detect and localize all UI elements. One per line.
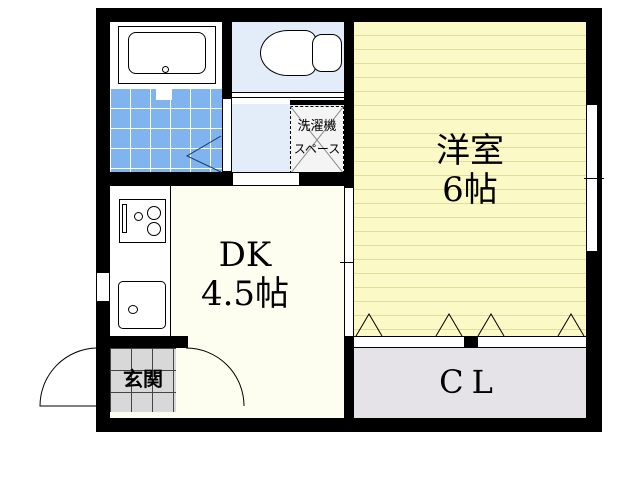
window-kitchen-left (96, 272, 110, 302)
wall-entrance-top (96, 336, 188, 348)
dk-size: 4.5帖 (200, 274, 290, 315)
stove-burner-1 (134, 212, 143, 221)
bath-door-opening (222, 98, 232, 172)
dk-label: DK 4.5帖 (180, 235, 310, 315)
bathtub-inner (128, 32, 206, 74)
entrance-floor (110, 348, 176, 412)
western-room (354, 22, 586, 340)
stove-burner-3 (147, 222, 161, 236)
wall-yoshitsu-left (344, 8, 354, 188)
wall-left-upper (96, 8, 110, 432)
washer-space-cross-icon (290, 106, 344, 174)
wall-dk-right (344, 336, 354, 426)
washer-label-line1: 洗濯機 (297, 119, 337, 134)
washroom-door-opening (232, 172, 300, 186)
closet-door-post (464, 336, 478, 348)
wall-bath-toilet (222, 8, 232, 98)
dk-door-divider (340, 262, 354, 263)
bath-step (156, 88, 172, 100)
closet-folding-door-icon (355, 313, 585, 337)
entrance-door-swing-icon (39, 347, 245, 407)
washer-space-label: 洗濯機 スペース (290, 116, 344, 160)
closet-label: CL (439, 363, 501, 401)
western-room-label: 洋室 6帖 (400, 131, 540, 211)
western-room-name: 洋室 (436, 131, 504, 171)
sink-drain (128, 305, 138, 314)
window-divider (584, 178, 604, 179)
wall-washer-top (290, 100, 346, 105)
closet (354, 348, 586, 418)
toilet-icon (260, 30, 316, 76)
washer-label-line2: スペース (293, 142, 341, 156)
bath-door-swing-icon (185, 136, 222, 173)
stove-burner-2 (147, 206, 161, 220)
dk-name: DK (218, 235, 272, 275)
wall-mid-horizontal (96, 172, 354, 186)
western-room-size: 6帖 (442, 170, 498, 211)
toilet-tank (312, 34, 342, 72)
sink-icon (118, 281, 166, 329)
wall-toilet-bottom (232, 92, 344, 98)
bathtub-drain (162, 66, 169, 73)
stove-grill (122, 204, 127, 233)
bathroom-floor (110, 88, 222, 172)
entrance-label: 玄関 (123, 367, 163, 391)
